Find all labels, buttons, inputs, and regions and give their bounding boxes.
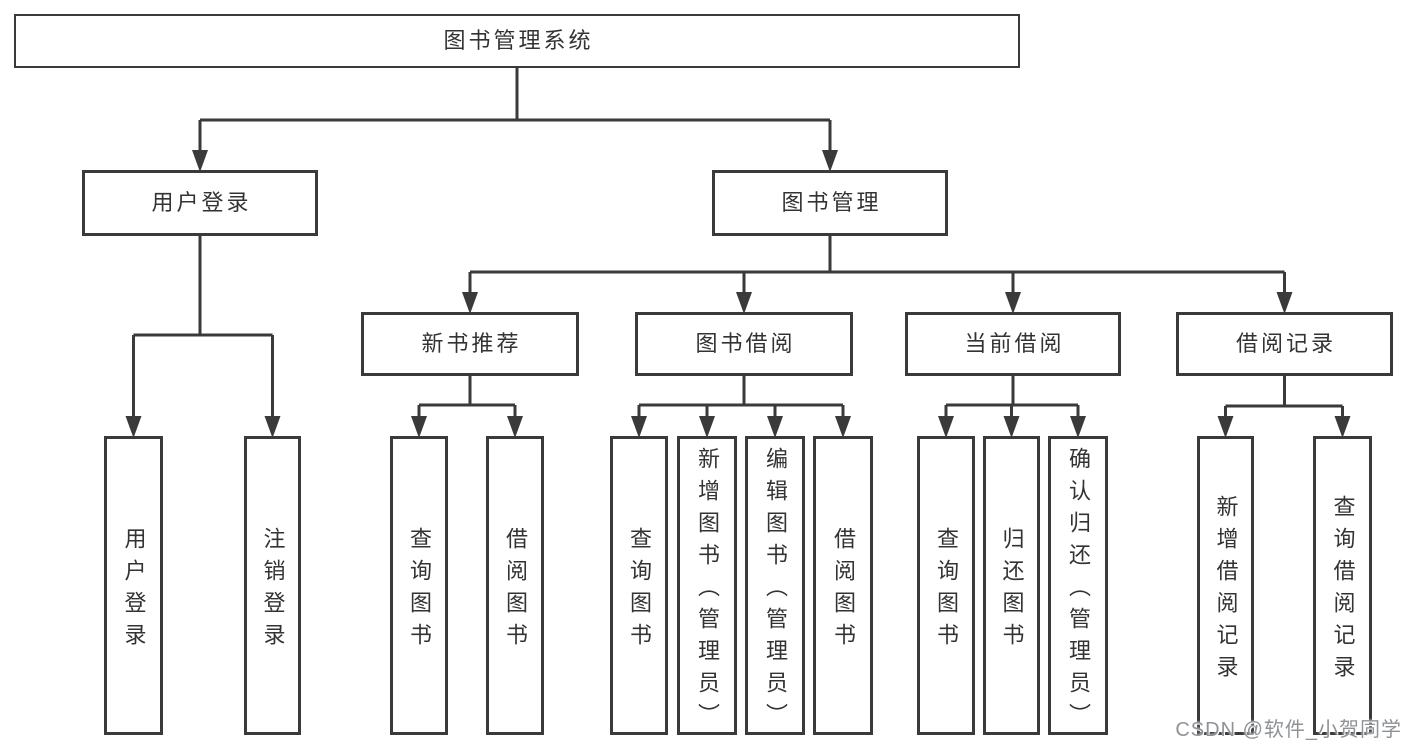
node-user-login: 用户登录 bbox=[82, 170, 318, 236]
watermark-text: CSDN @软件_小贺同学 bbox=[1175, 719, 1402, 741]
node-label-edit-books-admin: 编辑图书（管理员） bbox=[763, 446, 788, 735]
node-label-borrow-books-new: 借阅图书 bbox=[503, 526, 528, 655]
node-label-book-management: 图书管理 bbox=[781, 190, 882, 215]
node-add-books-admin: 新增图书（管理员） bbox=[677, 436, 737, 735]
node-add-borrow-record: 新增借阅记录 bbox=[1197, 436, 1254, 735]
node-root: 图书管理系统 bbox=[14, 14, 1020, 68]
node-label-query-books-new: 查询图书 bbox=[407, 526, 432, 655]
node-new-book-recommend: 新书推荐 bbox=[361, 312, 579, 376]
node-label-return-books: 归还图书 bbox=[999, 526, 1025, 655]
node-edit-books-admin: 编辑图书（管理员） bbox=[745, 436, 805, 735]
node-label-current-borrowing: 当前借阅 bbox=[964, 331, 1065, 356]
node-query-borrow-record: 查询借阅记录 bbox=[1313, 436, 1372, 735]
node-label-query-borrow-record: 查询借阅记录 bbox=[1330, 494, 1356, 687]
node-query-books-new: 查询图书 bbox=[390, 436, 448, 735]
node-logout-leaf: 注销登录 bbox=[244, 436, 301, 735]
node-label-user-login-leaf: 用户登录 bbox=[121, 526, 147, 655]
node-query-books-current: 查询图书 bbox=[917, 436, 975, 735]
node-label-root: 图书管理系统 bbox=[443, 28, 594, 53]
node-book-management: 图书管理 bbox=[712, 170, 948, 236]
node-book-borrowing: 图书借阅 bbox=[635, 312, 853, 376]
node-return-books: 归还图书 bbox=[983, 436, 1040, 735]
node-label-add-borrow-record: 新增借阅记录 bbox=[1213, 494, 1239, 687]
node-label-new-book-recommend: 新书推荐 bbox=[421, 331, 522, 356]
node-label-query-books-borrow: 查询图书 bbox=[627, 526, 652, 655]
node-borrow-books-new: 借阅图书 bbox=[486, 436, 544, 735]
node-label-borrowing-records: 借阅记录 bbox=[1235, 331, 1336, 356]
node-label-user-login: 用户登录 bbox=[151, 190, 252, 215]
node-borrow-books-borrow: 借阅图书 bbox=[813, 436, 873, 735]
node-confirm-return-admin: 确认归还（管理员） bbox=[1048, 436, 1108, 735]
node-query-books-borrow: 查询图书 bbox=[610, 436, 668, 735]
node-label-borrow-books-borrow: 借阅图书 bbox=[831, 526, 856, 655]
node-label-logout-leaf: 注销登录 bbox=[260, 526, 286, 655]
node-borrowing-records: 借阅记录 bbox=[1176, 312, 1393, 376]
node-label-add-books-admin: 新增图书（管理员） bbox=[695, 446, 720, 735]
node-label-confirm-return-admin: 确认归还（管理员） bbox=[1066, 446, 1091, 735]
node-label-query-books-current: 查询图书 bbox=[934, 526, 959, 655]
node-label-book-borrowing: 图书借阅 bbox=[695, 331, 796, 356]
node-current-borrowing: 当前借阅 bbox=[905, 312, 1121, 376]
node-user-login-leaf: 用户登录 bbox=[104, 436, 163, 735]
